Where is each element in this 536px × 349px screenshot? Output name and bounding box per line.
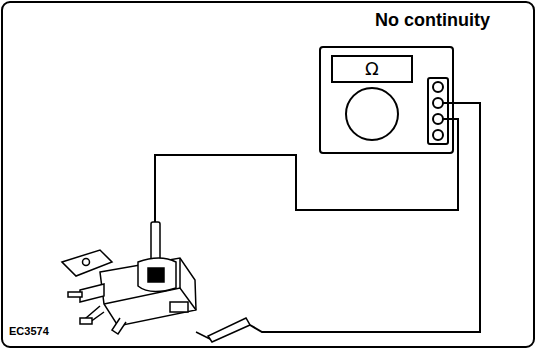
- test-leads: [155, 103, 480, 332]
- ohm-symbol: Ω: [365, 60, 379, 78]
- result-heading: No continuity: [375, 11, 490, 29]
- ohmmeter: [320, 47, 453, 153]
- figure-code: EC3574: [9, 326, 49, 337]
- solenoid-valve: [62, 250, 196, 334]
